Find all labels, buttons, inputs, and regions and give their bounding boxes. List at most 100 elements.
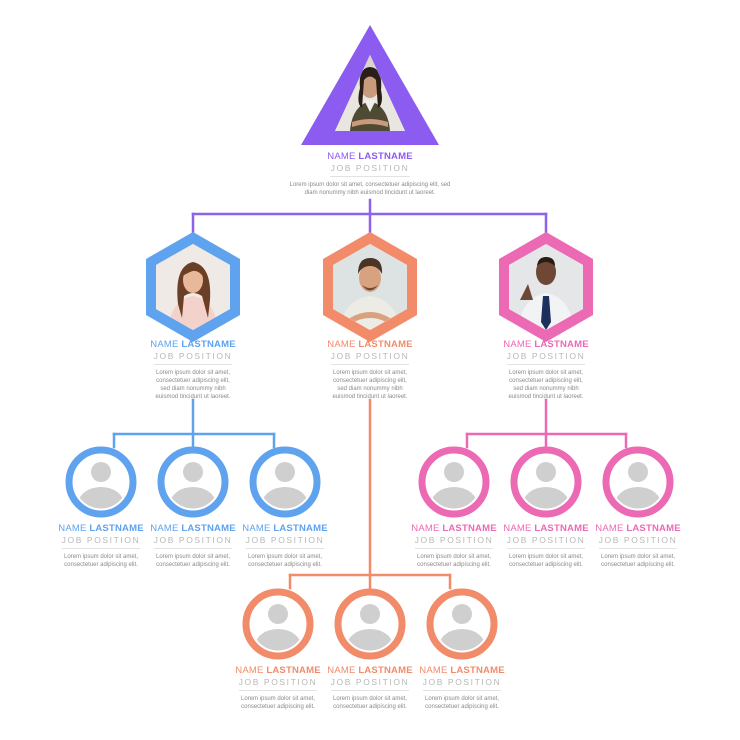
last-name: LASTNAME <box>181 523 236 534</box>
staff-orange-1-name: NAME LASTNAME <box>223 665 333 676</box>
first-name: NAME <box>503 523 535 534</box>
first-name: NAME <box>419 665 451 676</box>
description: Lorem ipsum dolor sit amet, consectetuer… <box>508 370 584 400</box>
user-body-icon <box>262 487 308 509</box>
description: Lorem ipsum dolor sit amet, consectetuer… <box>155 370 231 400</box>
description: Lorem ipsum dolor sit amet, consectetuer… <box>332 696 408 710</box>
staff-pink-1-name: NAME LASTNAME <box>399 523 509 534</box>
manager-1-name: NAME LASTNAME <box>133 339 253 350</box>
divider <box>599 548 677 549</box>
manager-2-frame <box>323 232 417 342</box>
last-name: LASTNAME <box>534 339 589 350</box>
job-position: JOB POSITION <box>61 535 141 545</box>
description: Lorem ipsum dolor sit amet, consectetuer… <box>332 370 408 400</box>
first-name: NAME <box>327 339 359 350</box>
manager-3-name: NAME LASTNAME <box>486 339 606 350</box>
user-head-icon <box>452 604 472 624</box>
staff-blue-3-name: NAME LASTNAME <box>230 523 340 534</box>
divider <box>246 548 324 549</box>
job-position: JOB POSITION <box>153 535 233 545</box>
last-name: LASTNAME <box>626 523 681 534</box>
user-head-icon <box>536 462 556 482</box>
last-name: LASTNAME <box>442 523 497 534</box>
avatar-orange-1 <box>242 588 314 660</box>
divider <box>239 690 317 691</box>
job-position: JOB POSITION <box>422 677 502 687</box>
first-name: NAME <box>503 339 535 350</box>
last-name: LASTNAME <box>266 665 321 676</box>
description: Lorem ipsum dolor sit amet, consectetuer… <box>508 554 584 568</box>
user-head-icon <box>360 604 380 624</box>
manager-1-photo <box>156 244 230 330</box>
first-name: NAME <box>58 523 90 534</box>
last-name: LASTNAME <box>534 523 589 534</box>
description: Lorem ipsum dolor sit amet, consectetuer… <box>247 554 323 568</box>
avatar-blue-1 <box>65 446 137 518</box>
divider <box>154 548 232 549</box>
user-head-icon <box>183 462 203 482</box>
divider <box>423 690 501 691</box>
divider <box>507 548 585 549</box>
divider <box>507 364 585 365</box>
user-body-icon <box>170 487 216 509</box>
job-position: JOB POSITION <box>598 535 678 545</box>
job-position: JOB POSITION <box>245 535 325 545</box>
first-name: NAME <box>150 339 182 350</box>
description: Lorem ipsum dolor sit amet, consectetuer… <box>424 696 500 710</box>
ceo-name: NAME LASTNAME <box>270 151 470 162</box>
avatar-blue-3 <box>249 446 321 518</box>
connector-lines <box>112 198 628 590</box>
manager-3-frame <box>499 232 593 342</box>
manager-1-frame <box>146 232 240 342</box>
divider <box>331 690 409 691</box>
manager-2-name: NAME LASTNAME <box>310 339 430 350</box>
first-name: NAME <box>595 523 627 534</box>
description: Lorem ipsum dolor sit amet, consectetuer… <box>289 182 451 196</box>
staff-orange-2-name: NAME LASTNAME <box>315 665 425 676</box>
user-body-icon <box>255 629 301 651</box>
first-name: NAME <box>411 523 443 534</box>
user-head-icon <box>268 604 288 624</box>
first-name: NAME <box>327 665 359 676</box>
user-body-icon <box>615 487 661 509</box>
user-body-icon <box>431 487 477 509</box>
user-head-icon <box>444 462 464 482</box>
first-name: NAME <box>327 151 356 162</box>
user-body-icon <box>523 487 569 509</box>
divider <box>415 548 493 549</box>
first-name: NAME <box>242 523 274 534</box>
last-name: LASTNAME <box>181 339 236 350</box>
staff-orange-3-name: NAME LASTNAME <box>407 665 517 676</box>
description: Lorem ipsum dolor sit amet, consectetuer… <box>155 554 231 568</box>
job-position: JOB POSITION <box>330 351 410 361</box>
user-head-icon <box>91 462 111 482</box>
avatar-pink-3 <box>602 446 674 518</box>
staff-blue-2-name: NAME LASTNAME <box>138 523 248 534</box>
description: Lorem ipsum dolor sit amet, consectetuer… <box>600 554 676 568</box>
job-position: JOB POSITION <box>506 535 586 545</box>
last-name: LASTNAME <box>358 151 413 162</box>
avatar-orange-3 <box>426 588 498 660</box>
avatar-pink-2 <box>510 446 582 518</box>
job-position: JOB POSITION <box>238 677 318 687</box>
user-head-icon <box>275 462 295 482</box>
divider <box>330 176 410 177</box>
user-body-icon <box>78 487 124 509</box>
staff-blue-1-name: NAME LASTNAME <box>46 523 156 534</box>
job-position: JOB POSITION <box>330 677 410 687</box>
last-name: LASTNAME <box>358 665 413 676</box>
avatar-pink-1 <box>418 446 490 518</box>
last-name: LASTNAME <box>273 523 328 534</box>
first-name: NAME <box>150 523 182 534</box>
last-name: LASTNAME <box>358 339 413 350</box>
description: Lorem ipsum dolor sit amet, consectetuer… <box>63 554 139 568</box>
ceo-card: NAME LASTNAME JOB POSITION Lorem ipsum d… <box>270 151 470 197</box>
